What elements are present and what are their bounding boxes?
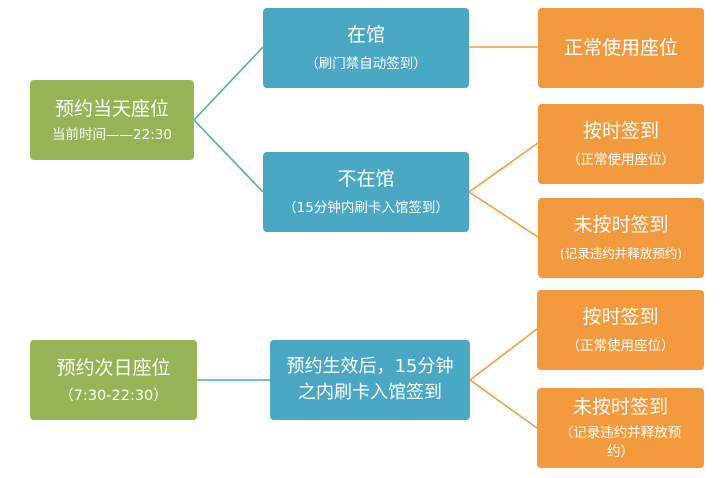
normal-use-node: 正常使用座位 [538, 8, 704, 88]
today-late-node: 未按时签到 (记录违约并释放预约) [538, 198, 704, 278]
connector-out-late [468, 191, 539, 238]
today-ontime-note: （正常使用座位） [567, 152, 675, 168]
today-late-title: 未按时签到 [573, 214, 669, 236]
not-in-library-title: 不在馆 [337, 168, 395, 190]
today-seat-title: 预约当天座位 [54, 97, 169, 120]
connector-today-out [193, 119, 264, 193]
next-day-ontime-title: 按时签到 [582, 306, 659, 328]
today-seat-subtitle: 当前时间——22:30 [52, 126, 172, 143]
next-day-rule-line1: 预约生效后，15分钟 [286, 356, 454, 377]
connector-out-ontime [468, 142, 539, 193]
next-day-rule-node: 预约生效后，15分钟 之内刷卡入馆签到 [270, 340, 470, 420]
next-day-late-title: 未按时签到 [572, 396, 668, 418]
in-library-node: 在馆 （刷门禁自动签到） [263, 8, 469, 88]
in-library-title: 在馆 [346, 24, 385, 46]
next-day-seat-title: 预约次日座位 [56, 356, 171, 379]
next-day-ontime-node: 按时签到 （正常使用座位） [537, 290, 704, 370]
not-in-library-note: （15分钟内刷卡入馆签到） [283, 200, 449, 216]
normal-use-title: 正常使用座位 [563, 37, 678, 59]
today-ontime-node: 按时签到 （正常使用座位） [538, 104, 704, 184]
next-day-seat-subtitle: （7:30-22:30） [59, 387, 168, 404]
connector-rule-late [469, 379, 538, 429]
next-day-ontime-note: （正常使用座位） [566, 338, 675, 354]
next-day-rule-line2: 之内刷卡入馆签到 [298, 382, 442, 403]
next-day-late-note-line1: （记录违约并释放预 [559, 425, 682, 441]
connector-rule-ontime [469, 328, 538, 381]
next-day-late-node: 未按时签到 （记录违约并释放预 约） [537, 388, 704, 468]
today-seat-node: 预约当天座位 当前时间——22:30 [30, 80, 194, 160]
in-library-note: （刷门禁自动签到） [305, 56, 427, 72]
next-day-seat-node: 预约次日座位 （7:30-22:30） [30, 340, 197, 420]
today-ontime-title: 按时签到 [582, 120, 659, 142]
today-late-note: (记录违约并释放预约) [559, 246, 683, 261]
next-day-late-note-line2: 约） [607, 444, 634, 460]
not-in-library-node: 不在馆 （15分钟内刷卡入馆签到） [263, 152, 469, 232]
connector-today-in [193, 46, 264, 121]
